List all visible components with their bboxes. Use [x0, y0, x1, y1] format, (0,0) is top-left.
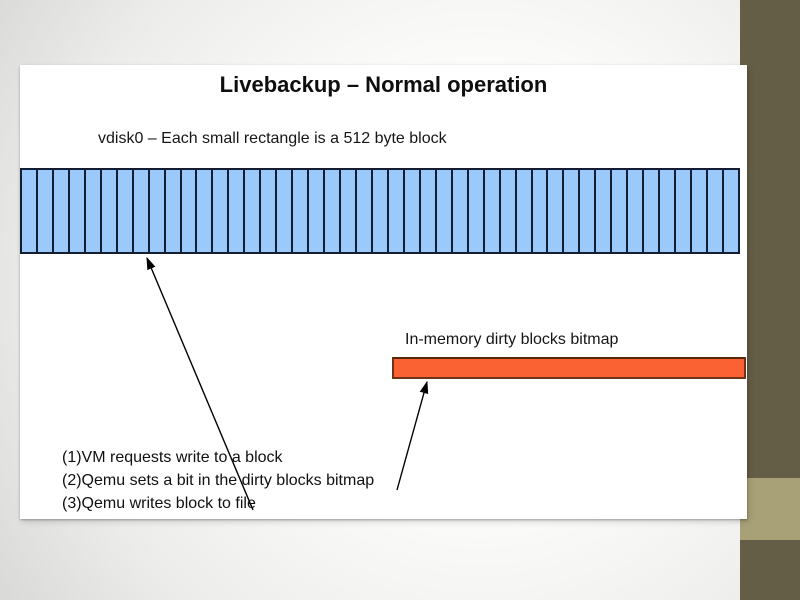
disk-block	[533, 170, 549, 252]
disk-block	[277, 170, 294, 252]
disk-block	[708, 170, 724, 252]
disk-block	[134, 170, 150, 252]
disk-block	[421, 170, 437, 252]
disk-block	[118, 170, 134, 252]
disk-block	[182, 170, 198, 252]
disk-block	[660, 170, 677, 252]
disk-block	[341, 170, 358, 252]
disk-block	[373, 170, 389, 252]
disk-block	[197, 170, 214, 252]
disk-block	[86, 170, 102, 252]
disk-block	[469, 170, 485, 252]
disk-block	[453, 170, 469, 252]
disk-block	[612, 170, 629, 252]
vdisk-block-bar	[20, 168, 740, 254]
disk-block	[293, 170, 310, 252]
steps-list: (1)VM requests write to a block (2)Qemu …	[62, 446, 374, 515]
presentation-slide: Livebackup – Normal operation vdisk0 – E…	[20, 65, 747, 519]
disk-block	[676, 170, 693, 252]
disk-block	[70, 170, 86, 252]
disk-block	[564, 170, 581, 252]
disk-block	[405, 170, 421, 252]
step-line: (3)Qemu writes block to file	[62, 495, 256, 512]
vdisk-caption: vdisk0 – Each small rectangle is a 512 b…	[98, 130, 447, 147]
right-border-accent-band	[740, 478, 800, 540]
disk-block	[548, 170, 565, 252]
slide-title: Livebackup – Normal operation	[219, 72, 548, 97]
disk-block	[150, 170, 166, 252]
step-line: (2)Qemu sets a bit in the dirty blocks b…	[62, 472, 375, 489]
arrow-to-bitmap-bar	[396, 380, 429, 491]
dirty-bitmap-label: In-memory dirty blocks bitmap	[405, 331, 619, 348]
disk-block	[245, 170, 262, 252]
disk-block	[692, 170, 708, 252]
dirty-bitmap-bar	[392, 357, 746, 379]
disk-block	[213, 170, 230, 252]
disk-block	[309, 170, 326, 252]
disk-block	[54, 170, 70, 252]
disk-block	[644, 170, 661, 252]
disk-block	[38, 170, 54, 252]
disk-block	[437, 170, 453, 252]
disk-block	[389, 170, 405, 252]
disk-block	[229, 170, 246, 252]
disk-block	[325, 170, 342, 252]
disk-block	[261, 170, 278, 252]
step-line: (1)VM requests write to a block	[62, 449, 283, 466]
disk-block	[596, 170, 613, 252]
disk-block	[485, 170, 501, 252]
disk-block	[580, 170, 597, 252]
disk-block	[501, 170, 517, 252]
disk-block	[22, 170, 38, 252]
disk-block	[102, 170, 118, 252]
disk-block	[724, 170, 738, 252]
disk-block	[357, 170, 373, 252]
disk-block	[517, 170, 533, 252]
disk-block	[166, 170, 182, 252]
disk-block	[628, 170, 645, 252]
